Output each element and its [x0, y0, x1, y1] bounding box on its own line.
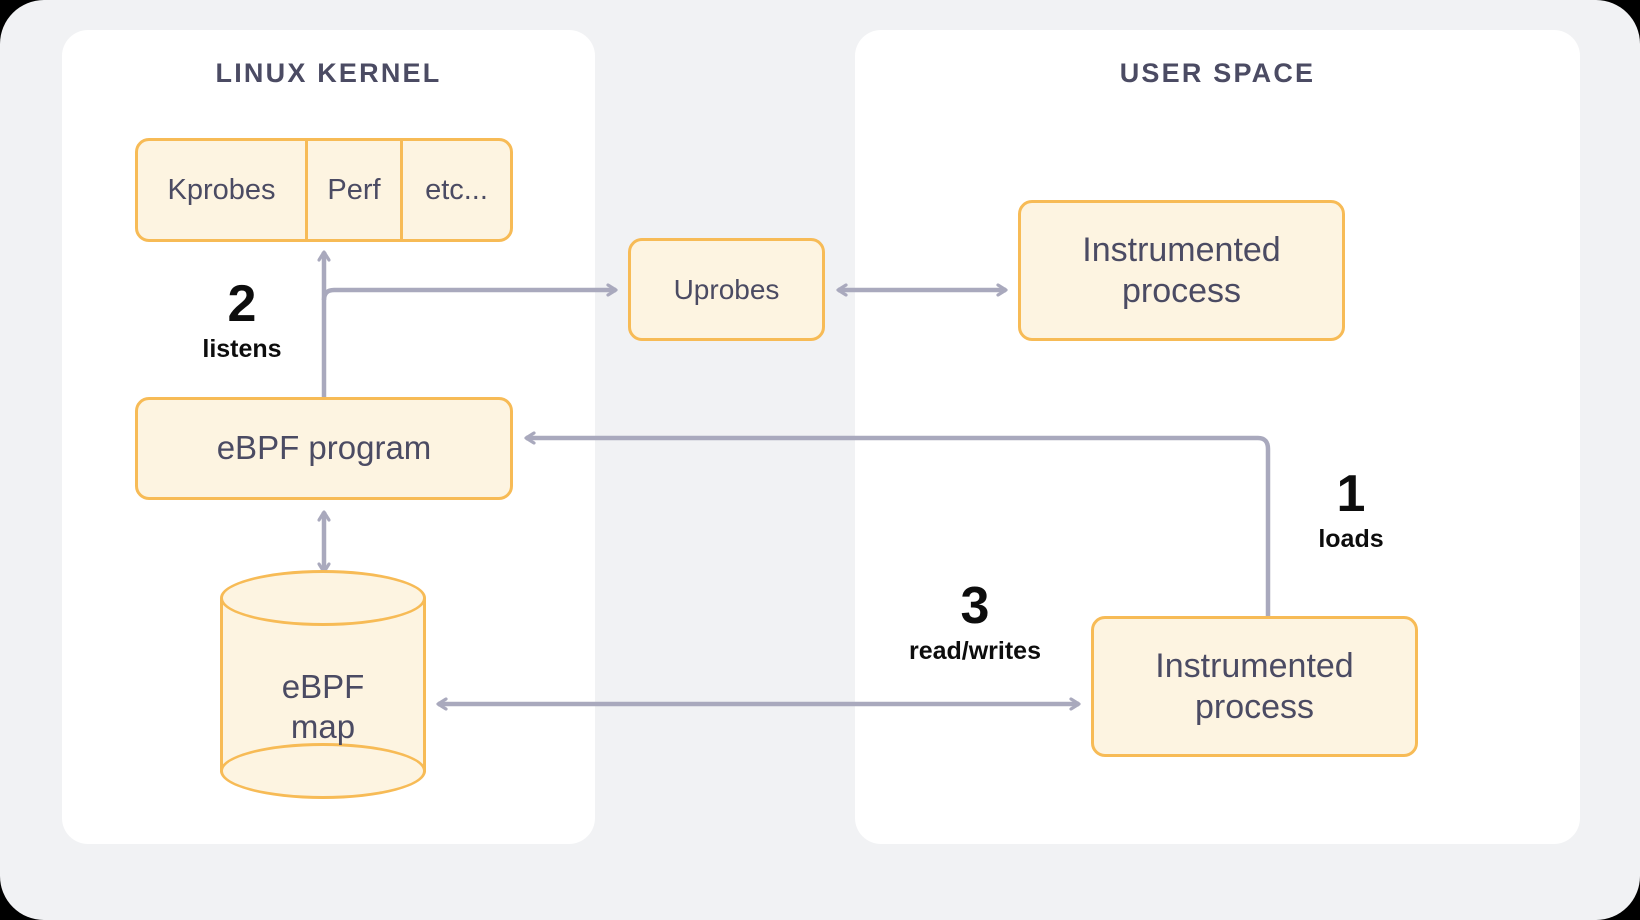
node-probes-group[interactable]: Kprobes Perf etc...	[135, 138, 513, 242]
step-caption-1: loads	[1318, 525, 1384, 553]
step-number-3: 3	[960, 577, 990, 635]
node-kprobes[interactable]: Kprobes	[167, 173, 276, 206]
node-instrumented-process-bottom-line1: Instrumented	[1155, 647, 1354, 686]
cylinder-top-ellipse	[220, 570, 426, 626]
node-instrumented-process-top[interactable]: Instrumented process	[1018, 200, 1345, 341]
node-ebpf-program[interactable]: eBPF program	[135, 397, 513, 500]
node-ebpf-map-label: eBPF map	[220, 632, 426, 782]
step-caption-2: listens	[202, 335, 282, 363]
node-instrumented-process-bottom[interactable]: Instrumented process	[1091, 616, 1418, 757]
node-instrumented-process-top-line1: Instrumented	[1082, 231, 1281, 270]
node-uprobes[interactable]: Uprobes	[628, 238, 825, 341]
node-instrumented-process-bottom-line2: process	[1194, 687, 1315, 726]
step-number-1: 1	[1336, 465, 1366, 523]
panel-title-user-space: USER SPACE	[1119, 58, 1316, 88]
node-instrumented-process-top-line2: process	[1121, 271, 1242, 310]
panel-title-linux-kernel: LINUX KERNEL	[215, 58, 442, 88]
node-perf[interactable]: Perf	[305, 141, 400, 239]
step-caption-3: read/writes	[908, 637, 1041, 665]
step-label-2: 2 listens	[178, 278, 306, 364]
cylinder-bottom-ellipse	[220, 743, 426, 799]
node-ebpf-map[interactable]: eBPF map	[220, 570, 426, 800]
step-number-2: 2	[227, 275, 257, 333]
node-ebpf-map-line2: map	[290, 708, 356, 745]
node-etc[interactable]: etc...	[400, 141, 510, 239]
node-ebpf-map-line1: eBPF	[281, 667, 365, 705]
step-label-3: 3 read/writes	[880, 580, 1070, 666]
step-label-1: 1 loads	[1287, 468, 1415, 554]
